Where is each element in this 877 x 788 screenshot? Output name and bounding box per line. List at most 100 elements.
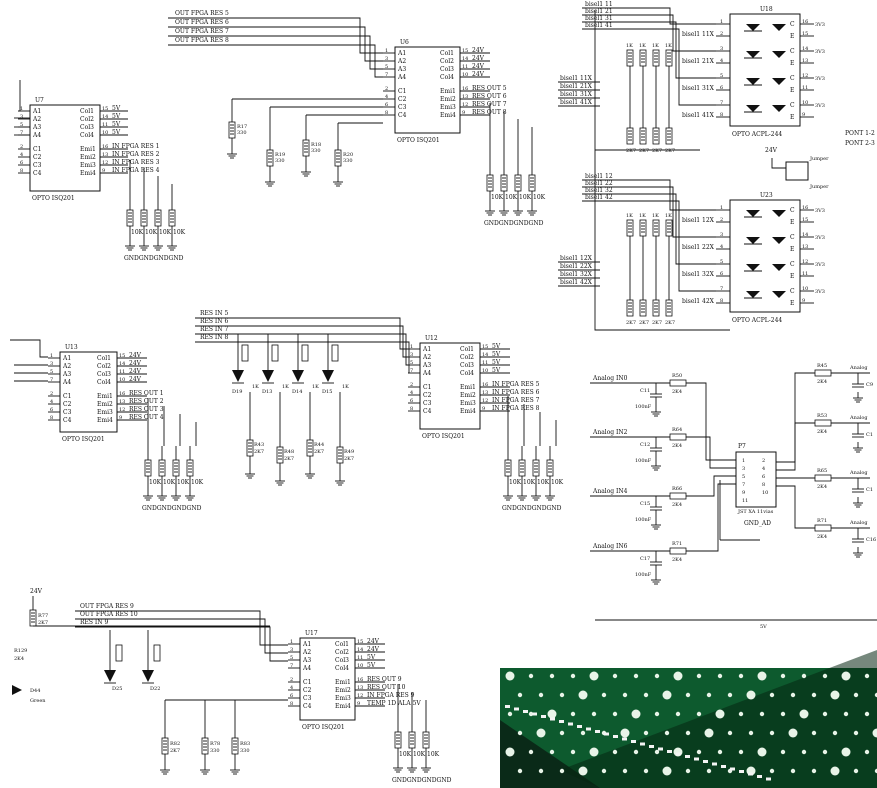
mid-net: bisel1 12X	[682, 217, 715, 224]
pcb-via	[788, 728, 798, 738]
pcb-via	[811, 692, 817, 698]
pin-name: A4	[62, 379, 71, 386]
pin-name: Col2	[80, 116, 94, 123]
input-net: RES IN 6	[200, 318, 228, 325]
resistor	[158, 459, 166, 477]
rail-label: 3V3	[815, 262, 825, 268]
pin-name: C1	[423, 384, 431, 391]
left-net: bisel1 31X	[560, 91, 593, 98]
pcb-via	[696, 673, 702, 679]
pin-name: Col3	[335, 657, 349, 664]
analog-output: Analog	[849, 520, 868, 526]
pin-name: C4	[398, 112, 407, 119]
transistor-symbol	[772, 51, 786, 58]
resistor	[228, 121, 236, 139]
pin-number: 15	[357, 639, 363, 645]
pcb-via	[591, 711, 597, 717]
resistor	[639, 299, 647, 317]
pin-number: 4	[20, 152, 23, 158]
pin-name: C2	[398, 96, 407, 103]
input-net: OUT FPGA RES 10	[80, 611, 138, 618]
left-net: bisel1 22X	[560, 263, 593, 270]
resistor	[231, 737, 239, 755]
left-net: bisel1 12X	[560, 255, 593, 262]
pcb-via	[601, 768, 607, 774]
ground-symbol	[512, 204, 524, 216]
wire	[594, 10, 730, 331]
pin-number: 14	[802, 232, 808, 238]
pcb-via	[841, 747, 851, 757]
pin-number: 12	[102, 160, 108, 166]
pcb-via	[538, 768, 544, 774]
ground-symbol	[300, 165, 312, 177]
output-net: RES OUT 5	[472, 85, 507, 92]
resistor-value: 2K7	[284, 456, 294, 462]
pin-number: 14	[357, 647, 363, 653]
pin-name: E	[790, 114, 794, 121]
pcb-via	[872, 728, 877, 738]
pcb-via	[662, 766, 672, 776]
ic-part: OPTO ISQ201	[62, 436, 105, 443]
pin-name: Emi4	[97, 417, 113, 424]
gnd-label: GNDGNDGNDGND	[502, 505, 562, 512]
ic-ref: U17	[305, 630, 318, 637]
pin-number: 1	[290, 639, 293, 645]
wire	[582, 21, 716, 79]
pin-name: Emi4	[460, 408, 476, 415]
pin-name: Col2	[460, 354, 474, 361]
pin-name: Col1	[80, 108, 94, 115]
led-symbol	[746, 210, 760, 217]
input-net: bisel1 11	[585, 1, 613, 8]
resistor	[246, 439, 254, 457]
resistor	[140, 209, 148, 227]
cap-value: 100nF	[635, 517, 652, 523]
wire	[582, 200, 716, 292]
connector-pin: 7	[742, 482, 745, 488]
output-net: IN FPGA RES 6	[492, 389, 540, 396]
pcb-via	[780, 749, 786, 755]
zener-body	[301, 344, 309, 362]
resistor-ref: R18	[311, 142, 321, 148]
resistor-value: 2K4	[672, 443, 682, 449]
connector-pin: 3	[742, 466, 745, 472]
pcb-via	[706, 692, 712, 698]
output-net: IN FPGA RES 9	[367, 692, 415, 699]
pin-name: C	[790, 48, 795, 55]
resistor-value: 330	[237, 130, 247, 136]
analog-input: Analog IN6	[592, 543, 628, 550]
pcb-via	[769, 768, 775, 774]
resistor-value: 10K	[505, 194, 518, 201]
output-net: 5V	[112, 113, 121, 120]
pcb-via	[685, 692, 691, 698]
ground-symbol	[332, 175, 344, 187]
resistor-value: 10K	[177, 479, 190, 486]
pin-number: 7	[50, 377, 53, 383]
rail-label: 3V3	[815, 22, 825, 28]
connector-body	[735, 451, 777, 508]
pin-number: 5	[290, 655, 293, 661]
ground-symbol	[852, 546, 864, 558]
pin-name: C1	[398, 88, 406, 95]
wire	[168, 17, 383, 54]
pin-name: C2	[423, 392, 432, 399]
zener-body	[153, 644, 161, 662]
pin-number: 11	[482, 360, 488, 366]
pin-number: 16	[102, 144, 108, 150]
pin-number: 16	[119, 391, 125, 397]
ground-symbol	[406, 761, 418, 773]
pin-name: Col4	[440, 74, 454, 81]
diode-symbol	[232, 370, 244, 382]
pcb-via	[832, 730, 838, 736]
pcb-via	[633, 749, 639, 755]
connector-pin: 1	[742, 458, 745, 464]
resistor-value: 1K	[652, 43, 659, 49]
resistor-ref: R83	[240, 741, 250, 747]
pin-name: A1	[62, 355, 71, 362]
pcb-via	[696, 749, 702, 755]
pin-name: Emi3	[80, 162, 96, 169]
analog-input: Analog IN0	[592, 375, 628, 382]
pin-number: 12	[482, 398, 488, 404]
pcb-pad	[658, 747, 663, 751]
resistor-value: 2K7	[652, 148, 662, 154]
ground-symbol	[304, 467, 316, 479]
